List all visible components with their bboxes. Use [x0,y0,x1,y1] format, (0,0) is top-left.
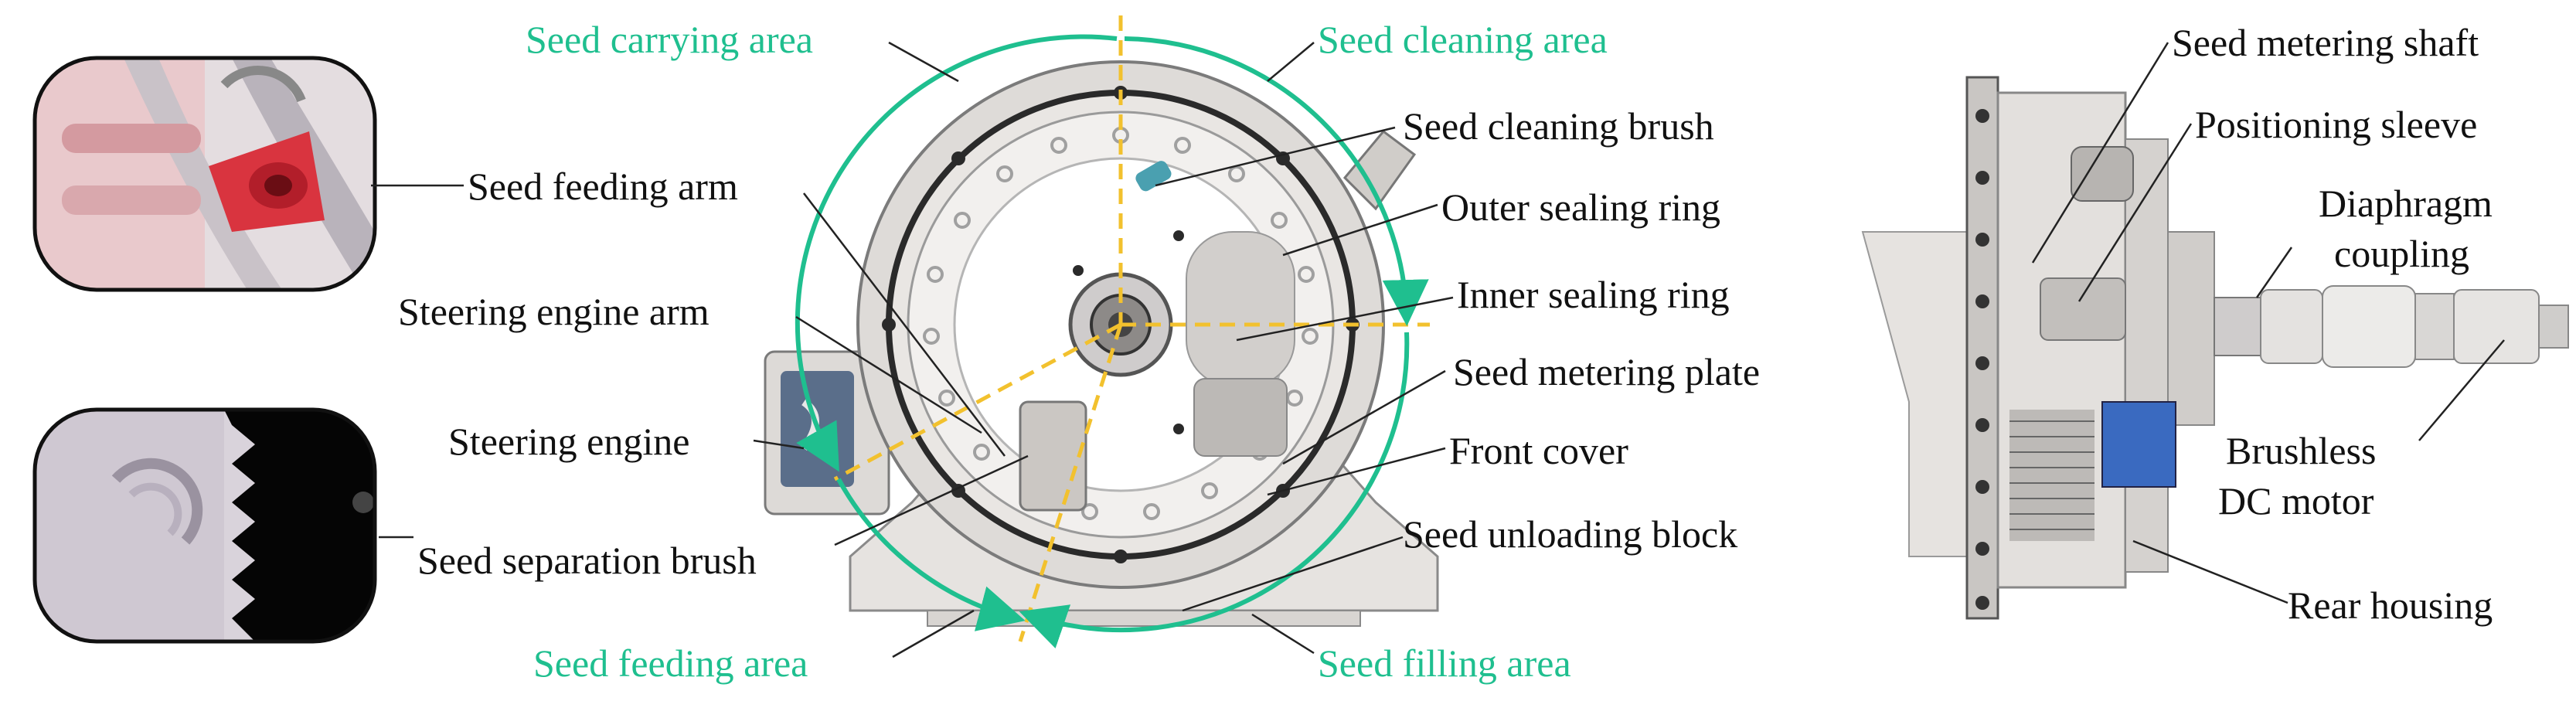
zone-label-seed-feeding: Seed feeding area [533,641,808,685]
label-seed-separation-brush: Seed separation brush [417,539,757,582]
inset-top-seed-feeding-arm [32,56,377,292]
label-brushless-dc-motor-line2: DC motor [2218,479,2374,522]
front-view-illustration [764,15,1439,648]
label-seed-metering-plate: Seed metering plate [1453,350,1760,393]
label-seed-cleaning-brush: Seed cleaning brush [1403,104,1714,148]
label-steering-engine: Steering engine [448,420,689,463]
label-seed-unloading-block: Seed unloading block [1403,512,1737,556]
label-brushless-dc-motor-line1: Brushless [2226,429,2376,472]
zone-label-seed-cleaning: Seed cleaning area [1318,18,1608,61]
label-front-cover: Front cover [1449,429,1628,472]
label-inner-sealing-ring: Inner sealing ring [1457,273,1730,316]
label-positioning-sleeve: Positioning sleeve [2195,103,2477,146]
label-steering-engine-arm: Steering engine arm [398,290,710,333]
inset-bottom-seed-separation-brush [32,407,377,644]
label-seed-metering-shaft: Seed metering shaft [2172,21,2479,64]
side-view-illustration [1861,76,2569,620]
zone-label-seed-carrying: Seed carrying area [526,18,813,61]
leader-lines [371,41,2505,658]
label-diaphragm-coupling-line1: Diaphragm [2319,182,2493,225]
label-seed-feeding-arm: Seed feeding arm [468,165,738,208]
label-outer-sealing-ring: Outer sealing ring [1441,185,1720,229]
label-diaphragm-coupling-line2: coupling [2334,232,2469,275]
zone-label-seed-filling: Seed filling area [1318,641,1571,685]
label-rear-housing: Rear housing [2288,584,2493,627]
